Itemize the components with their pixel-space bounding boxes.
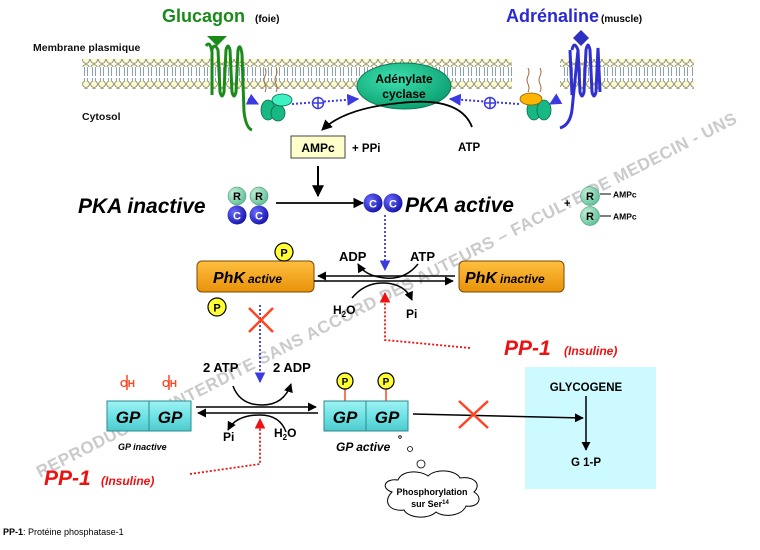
ampc-label: AMPc (301, 141, 335, 155)
inhibition-cross-icon-phk (248, 307, 274, 333)
svg-text:P: P (383, 377, 390, 388)
gp-inactive-dimer: OH OH GP GP (106, 375, 192, 432)
gp-atp-label: 2 ATP (203, 360, 239, 375)
pka-inactive-complex: R R C C (227, 186, 269, 225)
svg-text:R: R (586, 191, 594, 203)
atp-to-ampc-arrow (321, 100, 473, 131)
adenylate-cyclase: Adénylate cyclase (356, 62, 452, 110)
glucagon-label: Glucagon (162, 6, 245, 26)
adrenaline-receptor (559, 30, 602, 130)
svg-text:C: C (233, 211, 241, 223)
glucagon-ligand-icon (207, 36, 227, 46)
svg-text:C: C (369, 199, 377, 211)
glucagon-title: Glucagon (foie) (162, 6, 279, 26)
ppi-label: + PPi (352, 143, 380, 155)
footnote-definition: : Protéine phosphatase-1 (23, 527, 124, 537)
svg-text:+: + (564, 198, 570, 210)
thought-bubbles (398, 435, 426, 469)
g1p-label: G 1-P (571, 457, 601, 469)
gp-h2o-label: H2O (274, 426, 296, 442)
adenylate-cyclase-label-2: cyclase (382, 87, 426, 101)
oh-group: OH (162, 379, 177, 390)
pka-inactive-label: PKA inactive (78, 195, 206, 218)
phk-equilibrium: ADP ATP H2O Pi (314, 249, 455, 321)
phk-adp-label: ADP (339, 249, 367, 264)
glucagon-receptor (204, 36, 253, 132)
svg-text:R: R (233, 191, 241, 203)
phospho-group-phk-top: P (274, 242, 294, 262)
stimulation-icon-right (483, 96, 497, 110)
activation-arrows-membrane (245, 93, 563, 110)
pp1-label-upper: PP-1 (Insuline) (504, 337, 617, 360)
adrenaline-ligand-icon (573, 30, 589, 46)
svg-text:P: P (342, 377, 349, 388)
adrenaline-title: Adrénaline (muscle) (506, 6, 642, 26)
svg-text:C: C (255, 211, 263, 223)
phospho-group-phk-bottom: P (207, 297, 227, 317)
gp-to-glycogen-arrow (412, 413, 584, 423)
gp-active-dimer: P P GP GP (323, 372, 409, 432)
svg-text:GP: GP (375, 408, 400, 427)
svg-text:PP-1: PP-1 (44, 467, 91, 490)
cloud-text-line2: sur Ser14 (411, 499, 449, 509)
glucagon-organ: (foie) (255, 14, 279, 25)
pka-active-complex: C C (363, 193, 403, 213)
g-protein-right (519, 67, 552, 121)
svg-text:GP: GP (333, 408, 358, 427)
gp-active-label: GP active (336, 440, 391, 454)
gp-adp-label: 2 ADP (273, 360, 311, 375)
gp-inactive-label: GP inactive (118, 442, 167, 452)
svg-text:AMPc: AMPc (613, 212, 637, 222)
oh-group: OH (120, 379, 135, 390)
svg-text:R: R (586, 211, 594, 223)
svg-text:(Insuline): (Insuline) (564, 344, 617, 358)
membrane-label: Membrane plasmique (33, 42, 141, 54)
atp-label: ATP (458, 142, 480, 154)
ampc-box: AMPc (290, 135, 346, 159)
stimulation-icon-left (311, 96, 325, 110)
cloud-text-line1: Phosphorylation (396, 487, 467, 497)
gp-pi-label: Pi (223, 430, 234, 444)
phk-pi-label: Pi (406, 307, 417, 321)
pp1-to-gp-arrow (189, 417, 266, 475)
svg-text:P: P (213, 303, 220, 315)
svg-text:(Insuline): (Insuline) (101, 474, 154, 488)
g-protein-left (260, 67, 293, 122)
svg-text:C: C (389, 199, 397, 211)
footnote-abbr: PP-1 (3, 527, 24, 537)
svg-text:P: P (280, 248, 287, 260)
adrenaline-organ: (muscle) (601, 14, 642, 25)
annotation-cloud: Phosphorylation sur Ser14 (384, 470, 480, 518)
pka-active-label: PKA active (405, 194, 514, 217)
svg-text:AMPc: AMPc (613, 190, 637, 200)
regulatory-subunits-ampc: + R R AMPc AMPc (564, 186, 637, 226)
inhibition-cross-icon-gp (458, 400, 489, 429)
adenylate-cyclase-label-1: Adénylate (375, 72, 433, 86)
gp-equilibrium: 2 ATP 2 ADP Pi H2O (196, 360, 318, 444)
svg-text:GP: GP (116, 408, 141, 427)
glycogen-label: GLYCOGENE (550, 382, 623, 394)
cytosol-label: Cytosol (82, 111, 121, 123)
svg-text:R: R (255, 191, 263, 203)
pp1-to-phk-arrow (379, 291, 471, 349)
svg-text:PP-1: PP-1 (504, 337, 551, 360)
phk-h2o-label: H2O (333, 303, 355, 319)
phk-atp-label: ATP (410, 249, 435, 264)
pp1-label-lower: PP-1 (Insuline) (44, 467, 154, 490)
glycogen-box: GLYCOGENE G 1-P (525, 367, 656, 489)
footnote: PP-1: Protéine phosphatase-1 (3, 527, 124, 537)
adrenaline-label: Adrénaline (506, 6, 599, 26)
svg-text:GP: GP (158, 408, 183, 427)
